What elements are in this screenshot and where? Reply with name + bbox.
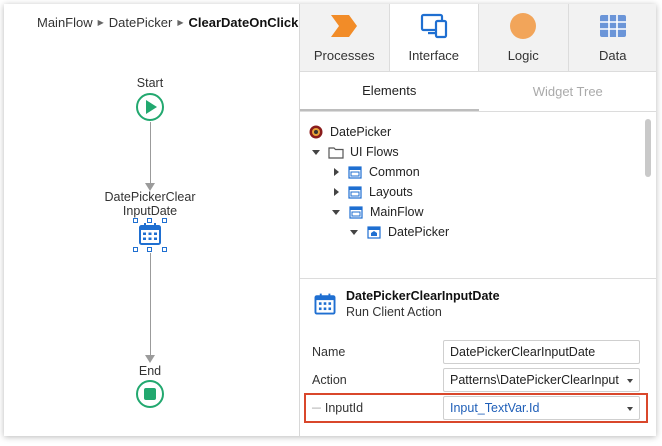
end-node-label: End bbox=[138, 364, 162, 378]
tab-data-label: Data bbox=[599, 48, 627, 63]
flow-arrow-icon bbox=[145, 355, 155, 363]
tab-logic-label: Logic bbox=[507, 48, 539, 63]
action-select-value: Patterns\DatePickerClearInput bbox=[450, 373, 619, 387]
property-row-name: Name DatePickerClearInputDate bbox=[300, 338, 656, 366]
data-icon bbox=[599, 15, 626, 37]
tree-item-label: MainFlow bbox=[370, 205, 424, 219]
folder-icon bbox=[328, 145, 344, 159]
tab-elements[interactable]: Elements bbox=[300, 72, 479, 111]
tree-item-label: DatePicker bbox=[388, 225, 450, 239]
tab-data[interactable]: Data bbox=[569, 4, 657, 71]
flow-icon bbox=[347, 165, 363, 179]
tree-scrollbar[interactable] bbox=[645, 119, 651, 177]
property-label: ─InputId bbox=[312, 401, 364, 415]
stop-icon bbox=[144, 388, 156, 400]
tree-item-common[interactable]: Common bbox=[334, 162, 420, 182]
tree-item-ui-flows[interactable]: UI Flows bbox=[312, 142, 399, 162]
elements-tree: DatePicker UI Flows Common bbox=[300, 113, 656, 278]
flow-arrow-icon bbox=[145, 183, 155, 191]
inputid-select[interactable]: Input_TextVar.Id bbox=[443, 396, 640, 420]
tree-item-label: Layouts bbox=[369, 185, 413, 199]
tab-processes-label: Processes bbox=[313, 48, 375, 63]
properties-title: DatePickerClearInputDate bbox=[346, 289, 500, 303]
action-node-label-line2: InputDate bbox=[122, 204, 178, 218]
tab-widget-tree[interactable]: Widget Tree bbox=[532, 84, 603, 99]
caret-down-icon[interactable] bbox=[312, 149, 320, 155]
flow-canvas[interactable]: MainFlow ▶ DatePicker ▶ ClearDateOnClick… bbox=[4, 4, 299, 436]
property-row-action: Action Patterns\DatePickerClearInput bbox=[300, 366, 656, 394]
right-panel: Processes Interface Logi bbox=[299, 4, 656, 436]
interface-icon bbox=[420, 13, 447, 39]
tree-item-layouts[interactable]: Layouts bbox=[334, 182, 413, 202]
breadcrumb-separator-icon: ▶ bbox=[177, 18, 184, 27]
selection-handle[interactable] bbox=[133, 218, 138, 223]
action-select[interactable]: Patterns\DatePickerClearInput bbox=[443, 368, 640, 392]
start-node-label: Start bbox=[136, 76, 164, 90]
screen-icon bbox=[366, 225, 382, 239]
caret-down-icon[interactable] bbox=[332, 209, 340, 215]
name-field-value: DatePickerClearInputDate bbox=[450, 345, 596, 359]
tab-processes[interactable]: Processes bbox=[300, 4, 390, 71]
flow-connector bbox=[150, 122, 151, 184]
action-node-label-line1: DatePickerClear bbox=[104, 190, 196, 204]
tab-logic[interactable]: Logic bbox=[479, 4, 569, 71]
processes-icon bbox=[331, 15, 358, 37]
sub-tab-bar: Elements Widget Tree bbox=[300, 72, 656, 112]
property-label: Name bbox=[312, 345, 346, 359]
selection-handle[interactable] bbox=[147, 247, 152, 252]
breadcrumb-separator-icon: ▶ bbox=[97, 18, 104, 27]
tab-interface-label: Interface bbox=[408, 48, 460, 63]
name-field[interactable]: DatePickerClearInputDate bbox=[443, 340, 640, 364]
breadcrumb-item-mainflow[interactable]: MainFlow bbox=[37, 15, 93, 30]
selection-handle[interactable] bbox=[162, 247, 167, 252]
tree-item-label: UI Flows bbox=[350, 145, 399, 159]
end-node[interactable] bbox=[136, 380, 164, 408]
breadcrumb-current: ClearDateOnClick bbox=[188, 15, 299, 30]
flow-icon bbox=[347, 185, 363, 199]
tree-item-app[interactable]: DatePicker bbox=[308, 122, 391, 142]
properties-panel: DatePickerClearInputDate Run Client Acti… bbox=[300, 278, 656, 436]
properties-subtitle: Run Client Action bbox=[346, 305, 442, 319]
property-label: Action bbox=[312, 373, 347, 387]
chevron-down-icon bbox=[627, 379, 633, 383]
caret-down-icon[interactable] bbox=[350, 229, 358, 235]
caret-right-icon[interactable] bbox=[334, 168, 339, 176]
tree-item-label: DatePicker bbox=[330, 125, 392, 139]
app-icon bbox=[308, 125, 324, 139]
inputid-select-value: Input_TextVar.Id bbox=[450, 401, 540, 415]
properties-header: DatePickerClearInputDate Run Client Acti… bbox=[312, 289, 500, 319]
selection-handle[interactable] bbox=[133, 247, 138, 252]
action-node[interactable] bbox=[133, 218, 167, 252]
caret-right-icon[interactable] bbox=[334, 188, 339, 196]
flow-icon bbox=[348, 205, 364, 219]
tab-interface[interactable]: Interface bbox=[389, 4, 479, 71]
property-row-inputid: ─InputId Input_TextVar.Id bbox=[300, 394, 656, 422]
flow-connector bbox=[150, 253, 151, 356]
tree-item-label: Common bbox=[369, 165, 420, 179]
tree-item-datepicker-screen[interactable]: DatePicker bbox=[350, 222, 449, 242]
play-icon bbox=[146, 100, 157, 114]
app-window: MainFlow ▶ DatePicker ▶ ClearDateOnClick… bbox=[4, 4, 656, 436]
logic-icon bbox=[510, 13, 537, 39]
selection-handle[interactable] bbox=[147, 218, 152, 223]
tree-item-mainflow[interactable]: MainFlow bbox=[332, 202, 424, 222]
action-node-label: DatePickerClear InputDate bbox=[90, 190, 210, 218]
indent-line-icon: ─ bbox=[312, 401, 321, 415]
start-node[interactable] bbox=[136, 93, 164, 121]
breadcrumb-item-datepicker[interactable]: DatePicker bbox=[108, 15, 173, 30]
calendar-icon bbox=[314, 293, 336, 315]
highlight-box bbox=[304, 393, 648, 423]
breadcrumb: MainFlow ▶ DatePicker ▶ ClearDateOnClick bbox=[37, 15, 298, 30]
selection-handle[interactable] bbox=[162, 218, 167, 223]
chevron-down-icon bbox=[627, 407, 633, 411]
calendar-icon bbox=[139, 223, 161, 245]
top-tab-bar: Processes Interface Logi bbox=[300, 4, 656, 72]
